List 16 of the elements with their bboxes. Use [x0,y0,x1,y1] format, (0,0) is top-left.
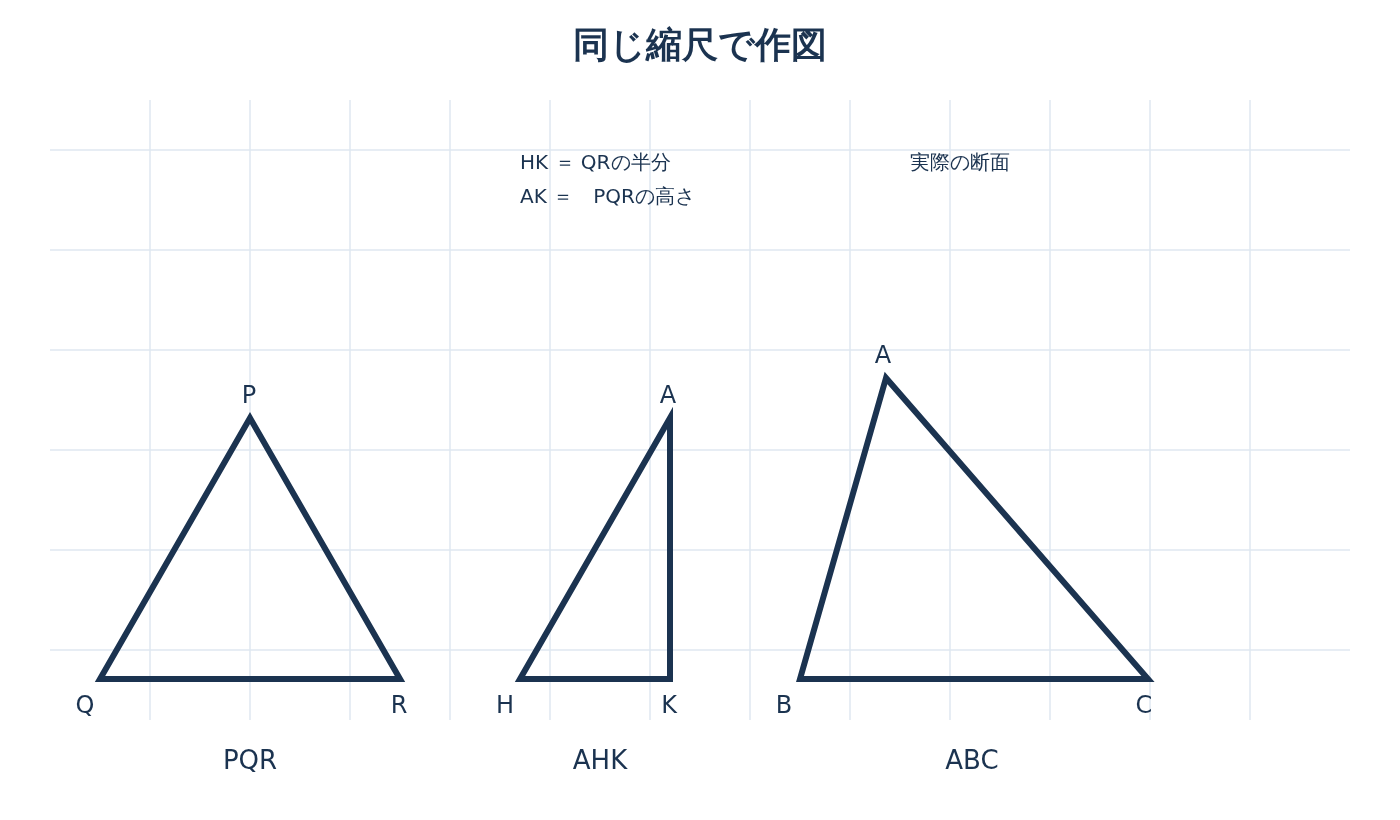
vertex-label: A [874,341,892,369]
vertex-label: A [659,381,677,409]
vertex-label: C [1135,691,1153,719]
vertex-label: P [241,381,257,409]
vertex-label: H [496,691,514,719]
triangle-name: AHK [572,745,628,775]
note: AK ＝ PQRの高さ [520,185,695,207]
triangle-name: PQR [222,745,278,775]
vertex-label: K [661,691,677,719]
note: HK ＝ QRの半分 [520,151,671,173]
vertex-label: Q [75,691,95,719]
triangle-name: ABC [945,745,999,775]
vertex-label: R [390,691,408,719]
note: 実際の断面 [910,151,1010,173]
vertex-label: B [775,691,793,719]
title: 同じ縮尺で作図 [573,25,827,65]
